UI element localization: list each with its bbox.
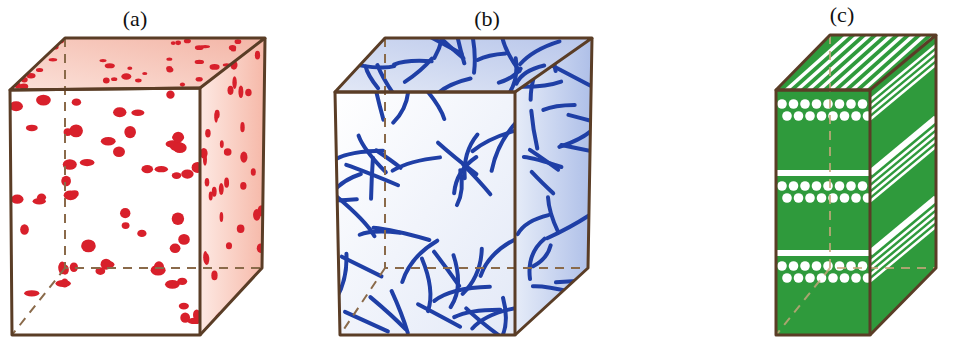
- particle-cube: [9, 37, 265, 335]
- panel-label: (b): [474, 6, 500, 32]
- laminate-cube: [776, 33, 938, 335]
- fiber-cube: [321, 20, 609, 339]
- panel-label: (a): [123, 6, 147, 32]
- panel-label: (c): [830, 2, 854, 28]
